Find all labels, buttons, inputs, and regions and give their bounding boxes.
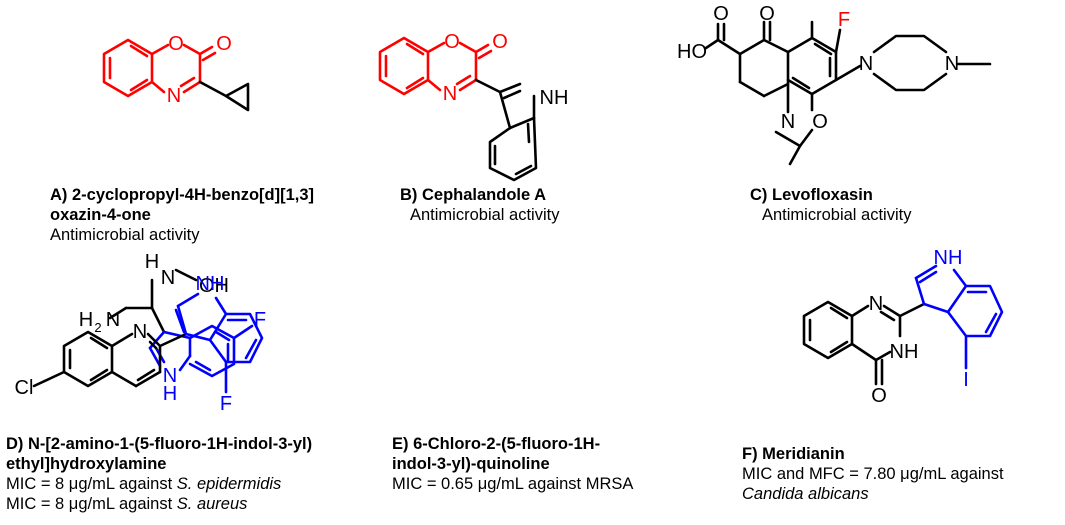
mic-text: MIC = 8 μg/mL against (6, 495, 177, 513)
compound-title: C) Levofloxasin (750, 186, 873, 204)
caption-e: E) 6-Chloro-2-(5-fluoro-1H- indol-3-yl)-… (392, 434, 633, 494)
atom-label: N (106, 309, 120, 331)
atom-label: HO (677, 41, 707, 63)
atom-label: O (871, 385, 887, 407)
structure-c (704, 20, 992, 166)
atom-label: N (781, 111, 795, 133)
compound-activity: Antimicrobial activity (50, 226, 200, 244)
structure-c-labels: F O O HO N O N N (677, 3, 959, 133)
structure-a: O O N (102, 33, 250, 112)
mic-text: MIC and MFC = 7.80 μg/mL against (742, 465, 1004, 483)
atom-label: H (79, 309, 93, 331)
caption-c: C) Levofloxasin Antimicrobial activity (750, 185, 911, 225)
compound-title: B) Cephalandole A (400, 186, 547, 204)
atom-label: O (492, 31, 508, 53)
mic-line: MIC = 8 μg/mL against S. aureus (6, 494, 312, 514)
compound-title: indol-3-yl)-quinoline (392, 455, 550, 473)
atom-label: H (145, 251, 159, 273)
organism: S. aureus (176, 495, 248, 513)
atom-label: O (168, 33, 184, 55)
mic-text: MIC = 0.65 μg/mL against MRSA (392, 475, 634, 493)
structure-d: H 2 N H N OH F N H (79, 251, 266, 405)
atom-label: N (163, 365, 177, 387)
structure-b: O O N NH (378, 31, 569, 182)
atom-label: NH (890, 341, 919, 363)
compound-title: A) 2-cyclopropyl-4H-benzo[d][1,3] (50, 186, 315, 204)
compound-activity: Antimicrobial activity (762, 206, 912, 224)
atom-label: F (220, 393, 232, 415)
compound-title: D) N-[2-amino-1-(5-fluoro-1H-indol-3-yl) (6, 435, 313, 453)
caption-d: D) N-[2-amino-1-(5-fluoro-1H-indol-3-yl)… (6, 434, 312, 514)
atom-label: O (216, 33, 232, 55)
atom-label: NH (196, 273, 225, 295)
atom-label: N (869, 293, 883, 315)
atom-label: N (167, 85, 181, 107)
atom-label: F (838, 9, 850, 31)
atom-label: N (859, 53, 873, 75)
atom-label: OH (199, 275, 229, 297)
structure-f: N NH O NH I (802, 247, 1004, 407)
compound-title: oxazin-4-one (50, 206, 151, 224)
atom-label: H (163, 383, 177, 405)
mic-text: MIC = 8 μg/mL against (6, 475, 177, 493)
caption-a: A) 2-cyclopropyl-4H-benzo[d][1,3] oxazin… (50, 185, 314, 245)
compound-title: ethyl]hydroxylamine (6, 455, 167, 473)
compound-activity: Antimicrobial activity (410, 206, 560, 224)
compound-title: E) 6-Chloro-2-(5-fluoro-1H- (392, 435, 601, 453)
atom-label: O (812, 111, 828, 133)
atom-label: O (444, 31, 460, 53)
atom-label: NH (540, 87, 569, 109)
caption-b: B) Cephalandole A Antimicrobial activity (400, 185, 559, 225)
compound-title: F) Meridianin (742, 445, 845, 463)
organism: Candida albicans (742, 485, 869, 503)
atom-label: Cl (15, 377, 34, 399)
structure-e: Cl N NH F (15, 273, 264, 415)
atom-label: N (945, 53, 959, 75)
mic-line: MIC = 8 μg/mL against S. epidermidis (6, 474, 312, 494)
caption-f: F) Meridianin MIC and MFC = 7.80 μg/mL a… (742, 444, 1004, 504)
atom-label: O (713, 3, 729, 25)
atom-label: O (759, 3, 775, 25)
organism: S. epidermidis (176, 475, 282, 493)
atom-label: N (133, 321, 147, 343)
atom-label: I (963, 369, 969, 391)
atom-label: N (161, 267, 175, 289)
atom-label: 2 (94, 320, 101, 335)
atom-label: NH (934, 247, 963, 269)
atom-label: N (443, 83, 457, 105)
